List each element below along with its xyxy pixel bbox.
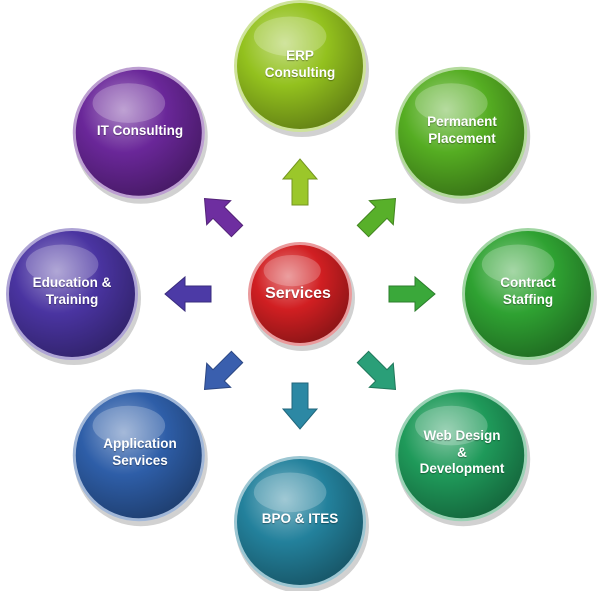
arrows-layer [164,158,436,430]
center-node [248,242,355,351]
node-label-contract-staffing: Contract Staffing [500,275,556,307]
node-label-application-services: Application Services [103,436,177,468]
arrow-to-contract-staffing [388,275,436,313]
node-erp-consulting [234,0,369,137]
node-contract-staffing [462,228,597,365]
nodes-layer [6,0,597,591]
arrow-to-education-training [164,275,212,313]
arrow-to-web-design-development [356,350,397,391]
arrow-to-application-services [203,350,244,391]
node-education-training [6,228,141,365]
arrow-to-it-consulting [203,197,244,238]
center-node-label: Services [265,285,331,302]
node-permanent-placement [395,66,531,204]
node-it-consulting [72,66,208,204]
node-label-it-consulting: IT Consulting [96,122,184,138]
node-bpo-ites [234,456,369,591]
node-label-bpo-ites: BPO & ITES [261,510,339,526]
node-label-permanent-placement: Permanent Placement [427,114,497,146]
node-application-services [72,389,208,527]
arrow-to-permanent-placement [356,197,397,238]
node-web-design-development [395,389,531,527]
node-label-web-design-development: Web Design & Development [419,427,505,477]
arrow-to-erp-consulting [281,158,319,206]
arrow-to-bpo-ites [281,382,319,430]
node-label-education-training: Education & Training [32,275,112,307]
node-label-erp-consulting: ERP Consulting [264,48,336,80]
